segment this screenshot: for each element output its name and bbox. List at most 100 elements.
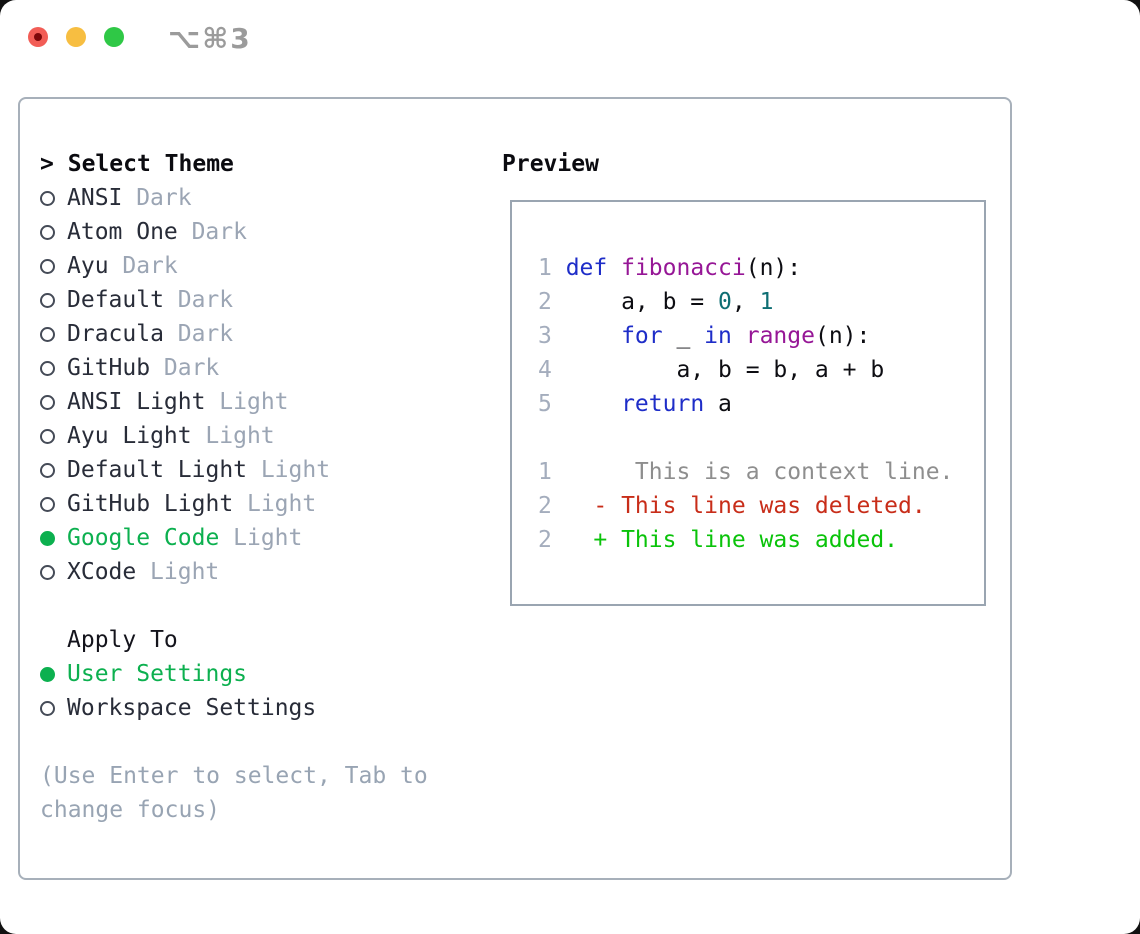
- radio-selected-icon: [40, 530, 55, 546]
- radio-icon: [40, 700, 55, 716]
- theme-name: ANSI: [67, 185, 123, 211]
- line-number: 4: [538, 357, 552, 383]
- radio-icon: [40, 564, 55, 580]
- code-token-fn: fibonacci: [621, 255, 746, 281]
- theme-name: GitHub Light: [67, 491, 234, 517]
- preview-code-line: 5 return a: [538, 387, 984, 421]
- apply-to-label: User Settings: [67, 661, 248, 687]
- theme-name: XCode: [67, 559, 137, 585]
- radio-icon: [40, 360, 55, 376]
- theme-variant: Dark: [177, 321, 234, 347]
- theme-option[interactable]: Dracula Dark: [40, 317, 490, 351]
- line-number: 3: [538, 323, 552, 349]
- theme-variant: Dark: [122, 253, 178, 279]
- code-token-pl: [566, 319, 621, 353]
- theme-variant: Dark: [136, 185, 192, 211]
- radio-icon: [40, 224, 55, 240]
- select-theme-header-row: > Select Theme: [40, 147, 490, 181]
- theme-option[interactable]: GitHub Light Light: [40, 487, 490, 521]
- apply-to-header: Apply To: [67, 627, 178, 653]
- code-token-add: + This line was added.: [565, 527, 899, 553]
- theme-option[interactable]: Ayu Light Light: [40, 419, 490, 453]
- line-number: 2: [538, 289, 552, 315]
- theme-variant: Light: [219, 389, 289, 415]
- theme-variant: Light: [150, 559, 220, 585]
- close-dot-icon: [34, 33, 42, 41]
- radio-icon: [40, 292, 55, 308]
- code-token-kw: return: [621, 391, 705, 417]
- line-number: 2: [538, 527, 552, 553]
- preview-code-line: 1 def fibonacci(n):: [538, 251, 984, 285]
- theme-variant: Light: [233, 525, 303, 551]
- code-token-ctx: This is a context line.: [565, 459, 954, 485]
- radio-icon: [40, 190, 55, 206]
- keyboard-hint: (Use Enter to select, Tab to change focu…: [40, 763, 428, 823]
- code-token-pl: [566, 387, 621, 421]
- select-theme-header: [54, 147, 68, 181]
- apply-to-label: Workspace Settings: [67, 695, 317, 721]
- code-token-pl: a, b =: [565, 289, 719, 315]
- select-theme-header-label: Select Theme: [67, 151, 234, 177]
- code-token-pl: (n):: [814, 323, 871, 349]
- theme-variant: Light: [260, 457, 331, 483]
- code-token-pl: [732, 319, 746, 353]
- theme-variant: Dark: [191, 219, 247, 245]
- line-number: [538, 421, 552, 455]
- theme-variant: Light: [246, 491, 317, 517]
- radio-icon: [40, 496, 55, 512]
- preview-code-line: [538, 421, 984, 455]
- line-number: 5: [538, 391, 552, 417]
- apply-to-option[interactable]: User Settings: [40, 657, 490, 691]
- code-token-nm: 0: [718, 289, 732, 315]
- radio-icon: [40, 428, 55, 444]
- preview-code-line: 2 - This line was deleted.: [538, 489, 984, 523]
- radio-icon: [40, 394, 55, 410]
- preview-code-line: 4 a, b = b, a + b: [538, 353, 984, 387]
- code-token-del: - This line was deleted.: [565, 493, 926, 519]
- code-token-pl: a: [704, 391, 732, 417]
- code-token-kw: def: [565, 255, 608, 281]
- line-number: 1: [538, 459, 552, 485]
- theme-option[interactable]: Google Code Light: [40, 521, 490, 555]
- minimize-button[interactable]: [66, 27, 86, 47]
- apply-to-option[interactable]: Workspace Settings: [40, 691, 490, 725]
- radio-icon: [40, 462, 55, 478]
- code-token-pl: (n):: [745, 255, 802, 281]
- zoom-button[interactable]: [104, 27, 124, 47]
- close-button[interactable]: [28, 27, 48, 47]
- code-token-nm: 1: [759, 289, 774, 315]
- preview-code-line: 2 + This line was added.: [538, 523, 984, 557]
- theme-name: GitHub: [67, 355, 151, 381]
- theme-option[interactable]: XCode Light: [40, 555, 490, 589]
- theme-name: Dracula: [67, 321, 164, 347]
- radio-icon: [40, 326, 55, 342]
- code-token-pl: ,: [731, 289, 760, 315]
- theme-name: Google Code: [67, 525, 220, 551]
- focus-caret-icon: >: [40, 151, 54, 177]
- preview-code-line: 2 a, b = 0, 1: [538, 285, 984, 319]
- spacer: [40, 725, 490, 759]
- theme-variant: Light: [205, 423, 275, 449]
- theme-option[interactable]: ANSI Dark: [40, 181, 490, 215]
- code-token-fn: range: [745, 323, 815, 349]
- titlebar: ⌥⌘3: [0, 0, 1140, 75]
- line-number: 1: [538, 255, 552, 281]
- theme-name: Ayu Light: [67, 423, 192, 449]
- apply-to-header-row: Apply To: [40, 623, 490, 657]
- code-token-pl: a, b = b, a + b: [565, 357, 885, 383]
- radio-icon: [40, 258, 55, 274]
- traffic-lights: [28, 27, 124, 47]
- preview-code-line: 3 for _ in range(n):: [538, 319, 984, 353]
